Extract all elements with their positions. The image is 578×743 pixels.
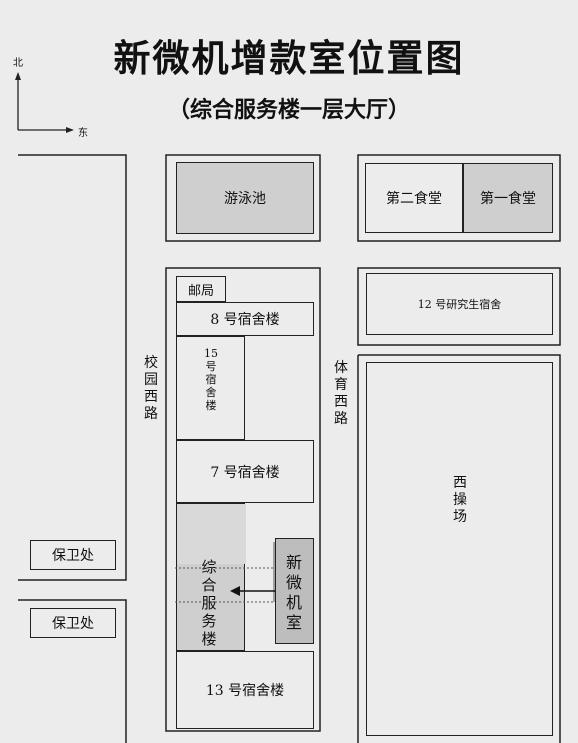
road-west-label: 校园西路 <box>144 355 158 422</box>
security-office-2-label: 保卫处 <box>52 616 94 632</box>
security-office-2: 保卫处 <box>30 608 116 638</box>
dorm-15-building: 15号宿舍楼 <box>176 336 245 440</box>
dorm-7-label: 7 号宿舍楼 <box>210 464 280 481</box>
dorm-13-building: 13 号宿舍楼 <box>176 651 314 729</box>
map-subtitle: （综合服务楼一层大厅） <box>167 97 410 123</box>
new-computer-room-label: 新微机室 <box>286 553 303 632</box>
canteen-1-building: 第一食堂 <box>463 163 553 233</box>
grad-dorm-12-building: 12 号研究生宿舍 <box>366 273 553 335</box>
compass-icon <box>15 72 74 133</box>
grad-dorm-12-label: 12 号研究生宿舍 <box>417 298 502 311</box>
hall-outline <box>175 542 275 603</box>
post-office-label: 邮局 <box>187 283 214 299</box>
pool-label: 游泳池 <box>224 191 266 207</box>
new-computer-room: 新微机室 <box>275 538 314 644</box>
dorm-15-label: 15号宿舍楼 <box>204 347 218 412</box>
canteen-1-label: 第一食堂 <box>480 191 536 207</box>
dorm-7-building: 7 号宿舍楼 <box>176 440 314 503</box>
west-field-label: 西操场 <box>453 475 467 525</box>
post-office-building: 邮局 <box>176 276 226 302</box>
security-office-1: 保卫处 <box>30 540 116 570</box>
service-building-label: 综合服务楼 <box>201 558 217 648</box>
north-label: 北 <box>13 58 23 69</box>
security-office-1-label: 保卫处 <box>52 548 94 564</box>
map-title: 新微机增款室位置图 <box>113 36 465 80</box>
canteen-2-building: 第二食堂 <box>365 163 463 233</box>
canteen-2-label: 第二食堂 <box>386 191 442 207</box>
east-label: 东 <box>78 128 88 139</box>
dorm-13-label: 13 号宿舍楼 <box>205 683 285 699</box>
service-building-upper <box>177 504 246 564</box>
road-east-label: 体育西路 <box>334 360 348 427</box>
dorm-8-label: 8 号宿舍楼 <box>210 312 280 328</box>
pool-building: 游泳池 <box>176 162 314 234</box>
dorm-8-building: 8 号宿舍楼 <box>176 302 314 336</box>
arrow-icon <box>230 586 276 596</box>
service-building: 综合服务楼 <box>176 503 246 651</box>
west-field: 西操场 <box>366 362 553 736</box>
